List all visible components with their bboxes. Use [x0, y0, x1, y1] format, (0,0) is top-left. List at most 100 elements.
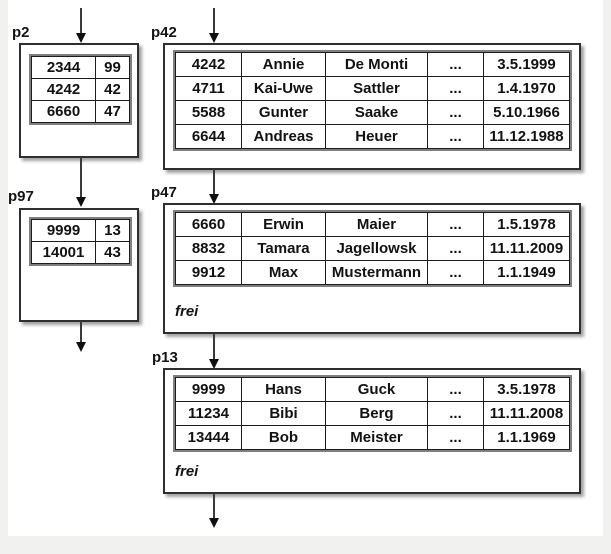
table-row: 9999 Hans Guck ... 3.5.1978: [175, 377, 570, 402]
table-cell: 3.5.1978: [483, 377, 570, 402]
table-row: 4242 42: [31, 78, 130, 101]
table-cell: ...: [427, 76, 484, 101]
table-cell: 42: [95, 78, 130, 101]
table-cell: 6660: [31, 100, 96, 123]
table-cell: 3.5.1999: [483, 52, 570, 77]
arrow-into-p42-icon: [209, 8, 219, 43]
p13-table: 9999 Hans Guck ... 3.5.1978 11234 Bibi B…: [173, 375, 572, 452]
table-row: 6660 Erwin Maier ... 1.5.1978: [175, 212, 570, 237]
table-cell: ...: [427, 212, 484, 237]
node-label-p42: p42: [151, 24, 177, 41]
table-cell: 11.12.1988: [483, 124, 570, 149]
table-cell: Erwin: [241, 212, 326, 237]
table-cell: Maier: [325, 212, 428, 237]
table-cell: 1.1.1949: [483, 260, 570, 285]
table-row: 9912 Max Mustermann ... 1.1.1949: [175, 260, 570, 285]
table-row: 6660 47: [31, 100, 130, 123]
table-cell: Gunter: [241, 100, 326, 125]
table-cell: 6644: [175, 124, 242, 149]
arrow-into-p2-icon: [76, 8, 86, 43]
table-cell: 5.10.1966: [483, 100, 570, 125]
arrow-head-icon: [76, 342, 86, 352]
table-cell: ...: [427, 124, 484, 149]
table-cell: ...: [427, 236, 484, 261]
arrow-head-icon: [209, 194, 219, 204]
table-cell: Guck: [325, 377, 428, 402]
node-label-p2: p2: [12, 24, 30, 41]
arrow-shaft: [213, 169, 215, 196]
table-row: 11234 Bibi Berg ... 11.11.2008: [175, 401, 570, 426]
table-cell: ...: [427, 401, 484, 426]
table-cell: Saake: [325, 100, 428, 125]
table-cell: 11.11.2008: [483, 401, 570, 426]
table-row: 4242 Annie De Monti ... 3.5.1999: [175, 52, 570, 77]
table-cell: Max: [241, 260, 326, 285]
node-label-p47: p47: [151, 184, 177, 201]
table-cell: 5588: [175, 100, 242, 125]
table-row: 2344 99: [31, 56, 130, 79]
table-cell: Annie: [241, 52, 326, 77]
table-cell: 1.1.1969: [483, 425, 570, 450]
table-cell: ...: [427, 100, 484, 125]
table-cell: Heuer: [325, 124, 428, 149]
free-space-label-p13: frei: [175, 463, 199, 480]
table-cell: 11.11.2009: [483, 236, 570, 261]
node-label-p97: p97: [8, 188, 34, 205]
arrow-shaft: [213, 493, 215, 520]
arrow-p2-to-p97-icon: [76, 157, 86, 207]
table-cell: Hans: [241, 377, 326, 402]
table-cell: ...: [427, 377, 484, 402]
table-cell: 1.5.1978: [483, 212, 570, 237]
table-cell: 13444: [175, 425, 242, 450]
table-cell: 47: [95, 100, 130, 123]
table-cell: 4711: [175, 76, 242, 101]
table-cell: 4242: [175, 52, 242, 77]
arrow-shaft: [80, 8, 82, 35]
free-space-label-p47: frei: [175, 303, 199, 320]
p2-table: 2344 99 4242 42 6660 47: [29, 54, 132, 125]
table-cell: 43: [95, 241, 130, 264]
arrow-p97-down-icon: [76, 321, 86, 352]
node-label-p13: p13: [152, 349, 178, 366]
table-cell: Berg: [325, 401, 428, 426]
table-cell: 6660: [175, 212, 242, 237]
table-cell: ...: [427, 425, 484, 450]
table-row: 9999 13: [31, 219, 130, 242]
table-cell: 13: [95, 219, 130, 242]
table-cell: 99: [95, 56, 130, 79]
table-cell: Meister: [325, 425, 428, 450]
table-cell: Andreas: [241, 124, 326, 149]
table-cell: Jagellowsk: [325, 236, 428, 261]
arrow-head-icon: [76, 33, 86, 43]
table-cell: 1.4.1970: [483, 76, 570, 101]
arrow-head-icon: [209, 518, 219, 528]
table-cell: 9999: [175, 377, 242, 402]
table-cell: 11234: [175, 401, 242, 426]
table-cell: 4242: [31, 78, 96, 101]
arrow-p47-to-p13-icon: [209, 333, 219, 369]
table-cell: Mustermann: [325, 260, 428, 285]
p97-table: 9999 13 14001 43: [29, 217, 132, 266]
p47-table: 6660 Erwin Maier ... 1.5.1978 8832 Tamar…: [173, 210, 572, 287]
arrow-p13-down-icon: [209, 493, 219, 528]
table-row: 6644 Andreas Heuer ... 11.12.1988: [175, 124, 570, 149]
table-cell: De Monti: [325, 52, 428, 77]
table-cell: Bob: [241, 425, 326, 450]
table-cell: 2344: [31, 56, 96, 79]
table-cell: ...: [427, 52, 484, 77]
table-cell: Kai-Uwe: [241, 76, 326, 101]
arrow-head-icon: [209, 359, 219, 369]
arrow-shaft: [213, 8, 215, 35]
table-row: 5588 Gunter Saake ... 5.10.1966: [175, 100, 570, 125]
table-cell: Tamara: [241, 236, 326, 261]
table-cell: 8832: [175, 236, 242, 261]
table-row: 4711 Kai-Uwe Sattler ... 1.4.1970: [175, 76, 570, 101]
p42-table: 4242 Annie De Monti ... 3.5.1999 4711 Ka…: [173, 50, 572, 151]
table-cell: ...: [427, 260, 484, 285]
table-cell: Bibi: [241, 401, 326, 426]
arrow-p42-to-p47-icon: [209, 169, 219, 204]
arrow-shaft: [80, 321, 82, 344]
arrow-shaft: [80, 157, 82, 199]
arrow-head-icon: [76, 197, 86, 207]
table-row: 14001 43: [31, 241, 130, 264]
